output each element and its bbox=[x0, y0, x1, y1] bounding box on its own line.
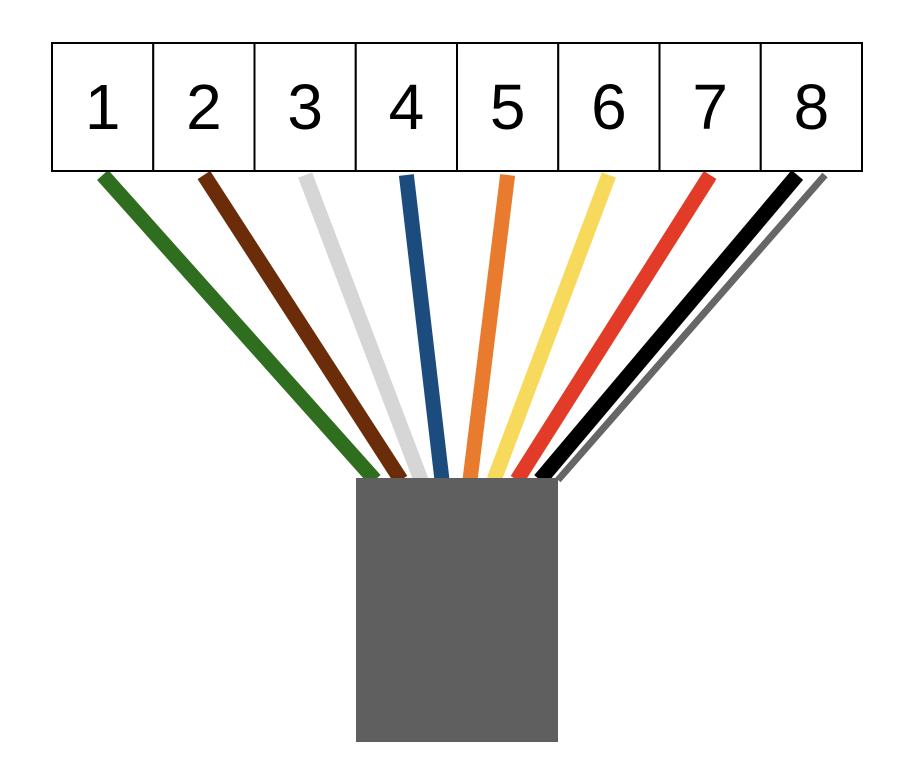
terminal-1 bbox=[51, 42, 155, 172]
terminal-7 bbox=[658, 42, 762, 172]
terminal-label-6: 6 bbox=[591, 71, 627, 143]
wire-8 bbox=[534, 170, 804, 485]
terminal-label-5: 5 bbox=[490, 71, 526, 143]
terminal-label-2: 2 bbox=[186, 71, 222, 143]
wire-7 bbox=[510, 170, 717, 485]
wire-2 bbox=[197, 170, 408, 485]
wire-3 bbox=[298, 172, 429, 483]
wires bbox=[97, 170, 828, 485]
drain-wire bbox=[555, 172, 828, 483]
terminal-label-1: 1 bbox=[85, 71, 121, 143]
terminal-5 bbox=[456, 42, 560, 172]
terminal-4 bbox=[354, 42, 458, 172]
terminal-label-7: 7 bbox=[692, 71, 728, 143]
terminal-8 bbox=[759, 42, 863, 172]
wire-6 bbox=[486, 172, 616, 483]
terminal-label-4: 4 bbox=[389, 71, 425, 143]
wire-5 bbox=[462, 174, 516, 481]
wire-1 bbox=[97, 170, 381, 485]
terminal-label-3: 3 bbox=[287, 71, 323, 143]
wire-4 bbox=[398, 174, 450, 481]
cable-jacket bbox=[356, 478, 558, 742]
terminal-6 bbox=[557, 42, 661, 172]
terminal-label-8: 8 bbox=[794, 71, 830, 143]
